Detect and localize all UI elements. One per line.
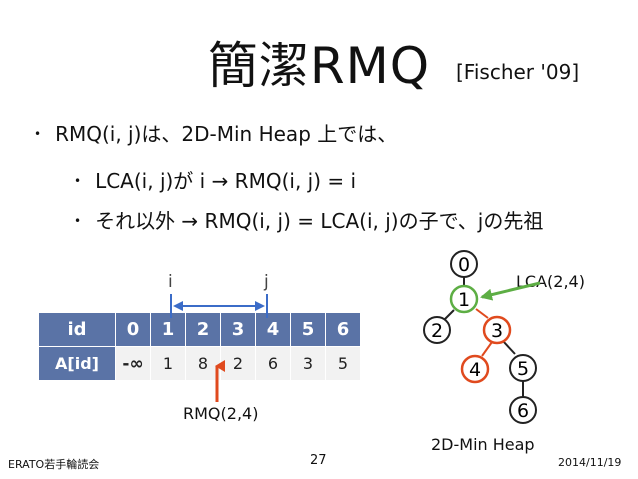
footer-page-number: 27 bbox=[310, 453, 327, 468]
bullet-sub2-text: それ以外 → RMQ(i, j) = LCA(i, j)の子で、jの先祖 bbox=[95, 209, 544, 233]
tree-node-6: 6 bbox=[509, 396, 537, 424]
citation: [Fischer '09] bbox=[456, 60, 580, 84]
footer-event: ERATO若手輪読会 bbox=[8, 458, 100, 471]
tree-node-2: 2 bbox=[423, 316, 451, 344]
tree-node-0: 0 bbox=[450, 250, 478, 278]
array-row-label: A[id] bbox=[38, 346, 116, 381]
page-title: 簡潔RMQ bbox=[207, 37, 431, 95]
array-value-row: A[id] -∞ 1 8 2 6 3 5 bbox=[38, 346, 361, 381]
bullet-marker: • bbox=[34, 126, 42, 141]
bullet-marker: • bbox=[74, 173, 82, 188]
lca-label: LCA(2,4) bbox=[516, 272, 585, 291]
footer-date: 2014/11/19 bbox=[558, 456, 622, 469]
array-value-cell: -∞ bbox=[115, 346, 151, 381]
lca-arrow bbox=[480, 281, 541, 301]
tree-node-label: 4 bbox=[469, 359, 481, 381]
array-header-cell: 1 bbox=[150, 312, 186, 347]
tree-node-3: 3 bbox=[482, 315, 512, 345]
tree-node-5: 5 bbox=[509, 354, 537, 382]
array-header-cell: id bbox=[38, 312, 116, 347]
tree-caption: 2D-Min Heap bbox=[431, 435, 535, 454]
tree-edge bbox=[481, 341, 493, 357]
tree-node-4: 4 bbox=[460, 354, 490, 384]
array-table: id 0 1 2 3 4 5 6 A[id] -∞ 1 8 2 6 3 5 bbox=[38, 312, 361, 381]
array-value-cell: 6 bbox=[255, 346, 291, 381]
tree-node-label: 5 bbox=[517, 358, 529, 380]
array-value-cell: 2 bbox=[220, 346, 256, 381]
i-label: i bbox=[168, 272, 173, 292]
array-header-cell: 4 bbox=[255, 312, 291, 347]
array-header-cell: 0 bbox=[115, 312, 151, 347]
tree-node-label: 1 bbox=[458, 289, 470, 311]
bullet-sub1: • LCA(i, j)が i → RMQ(i, j) = i bbox=[74, 165, 356, 194]
array-value-cell: 5 bbox=[325, 346, 361, 381]
tree-node-label: 0 bbox=[458, 254, 470, 276]
array-header-cell: 2 bbox=[185, 312, 221, 347]
tree-edge bbox=[502, 340, 516, 355]
tree-node-label: 2 bbox=[431, 320, 443, 342]
tree-edge bbox=[475, 308, 489, 319]
bullet-main: • RMQ(i, j)は、2D-Min Heap 上では、 bbox=[34, 118, 397, 147]
array-value-cell: 1 bbox=[150, 346, 186, 381]
j-label: j bbox=[264, 272, 269, 292]
bullet-main-text: RMQ(i, j)は、2D-Min Heap 上では、 bbox=[55, 122, 398, 146]
array-header-cell: 3 bbox=[220, 312, 256, 347]
bullet-sub2: • それ以外 → RMQ(i, j) = LCA(i, j)の子で、jの先祖 bbox=[74, 205, 543, 234]
tree-node-label: 6 bbox=[517, 400, 529, 422]
bullet-marker: • bbox=[74, 213, 82, 228]
tree-node-1: 1 bbox=[449, 284, 479, 314]
tree-edge bbox=[444, 309, 455, 320]
rmq-label: RMQ(2,4) bbox=[183, 404, 259, 423]
tree-node-label: 3 bbox=[491, 320, 503, 342]
bullet-sub1-text: LCA(i, j)が i → RMQ(i, j) = i bbox=[95, 169, 357, 193]
